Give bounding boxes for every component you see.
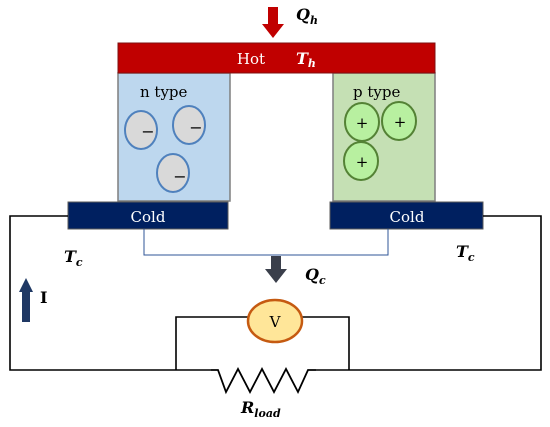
voltmeter xyxy=(246,298,304,344)
p-type-leg xyxy=(332,72,436,202)
circuit-wire-left xyxy=(9,215,211,371)
load-label: Rload xyxy=(240,398,281,420)
electron-carrier: − xyxy=(156,153,190,193)
hole-sign: + xyxy=(356,153,369,171)
hole-carrier: + xyxy=(381,101,417,141)
n-type-label: n type xyxy=(140,83,188,101)
current-arrow-icon xyxy=(19,278,33,322)
cold-plate-connector xyxy=(143,229,389,256)
tc-left-label: Tc xyxy=(64,247,83,269)
circuit-wire-right xyxy=(316,215,542,371)
cold-label-left: Cold xyxy=(131,208,166,226)
electron-carrier: − xyxy=(172,105,206,145)
tc-right-label: Tc xyxy=(456,242,475,264)
cold-label-right: Cold xyxy=(390,208,425,226)
hole-carrier: + xyxy=(343,141,379,181)
electron-sign: − xyxy=(141,122,154,141)
hot-label: Hot xyxy=(237,50,265,68)
voltmeter-wire-left xyxy=(175,316,248,370)
hole-sign: + xyxy=(394,113,407,131)
heat-out-arrow xyxy=(265,256,287,283)
heat-in-label: Qh xyxy=(296,5,318,27)
hot-bar xyxy=(117,42,436,74)
electron-sign: − xyxy=(173,167,186,186)
p-type-label: p type xyxy=(353,83,400,101)
voltmeter-label: V xyxy=(269,313,282,331)
electron-carrier: − xyxy=(124,110,158,150)
cold-bar-left xyxy=(67,201,229,230)
hole-sign: + xyxy=(356,114,369,132)
hole-carrier: + xyxy=(344,102,380,142)
hot-temp-label: Th xyxy=(296,49,316,70)
voltmeter-wire-right xyxy=(301,316,350,370)
load-resistor xyxy=(211,367,316,395)
heat-out-label: Qc xyxy=(305,265,326,287)
current-label: I xyxy=(40,288,47,307)
electron-sign: − xyxy=(189,118,202,137)
heat-in-arrow xyxy=(262,7,284,38)
